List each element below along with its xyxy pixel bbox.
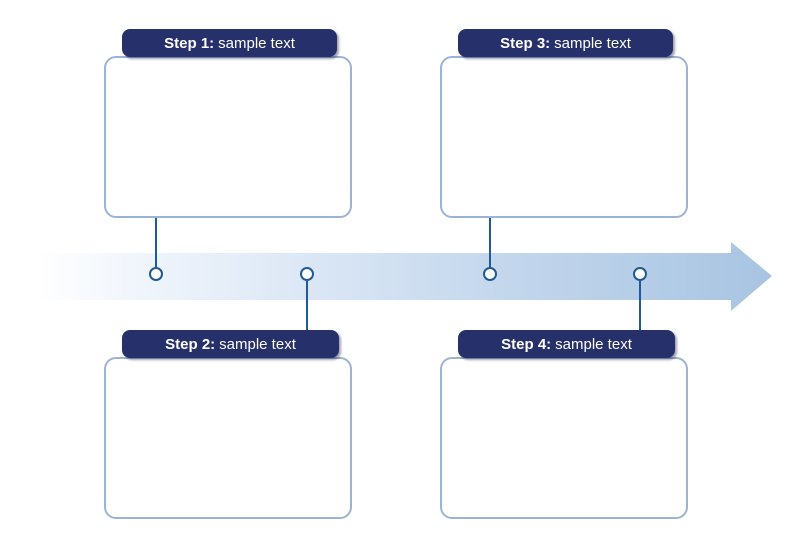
- step-badge-4[interactable]: Step 4: sample text: [458, 330, 675, 358]
- step-box-1[interactable]: [104, 56, 352, 218]
- marker-step-2: [300, 267, 314, 281]
- step-badge-4-bold: Step 4:: [501, 335, 552, 353]
- step-badge-2-bold: Step 2:: [165, 335, 216, 353]
- step-badge-1[interactable]: Step 1: sample text: [122, 29, 337, 57]
- step-badge-1-bold: Step 1:: [164, 34, 215, 52]
- step-badge-4-text: sample text: [555, 335, 632, 353]
- step-badge-3-bold: Step 3:: [500, 34, 551, 52]
- step-badge-3-text: sample text: [554, 34, 631, 52]
- marker-step-1: [149, 267, 163, 281]
- step-connectors: [155, 218, 641, 331]
- step-badge-2-text: sample text: [219, 335, 296, 353]
- timeline-arrow-shape: [38, 242, 772, 311]
- step-box-2[interactable]: [104, 357, 352, 519]
- step-markers: [149, 267, 647, 281]
- marker-step-4: [633, 267, 647, 281]
- marker-step-3: [483, 267, 497, 281]
- step-badge-3[interactable]: Step 3: sample text: [458, 29, 673, 57]
- step-badge-1-text: sample text: [218, 34, 295, 52]
- step-box-4[interactable]: [440, 357, 688, 519]
- step-badge-2[interactable]: Step 2: sample text: [122, 330, 339, 358]
- step-box-3[interactable]: [440, 56, 688, 218]
